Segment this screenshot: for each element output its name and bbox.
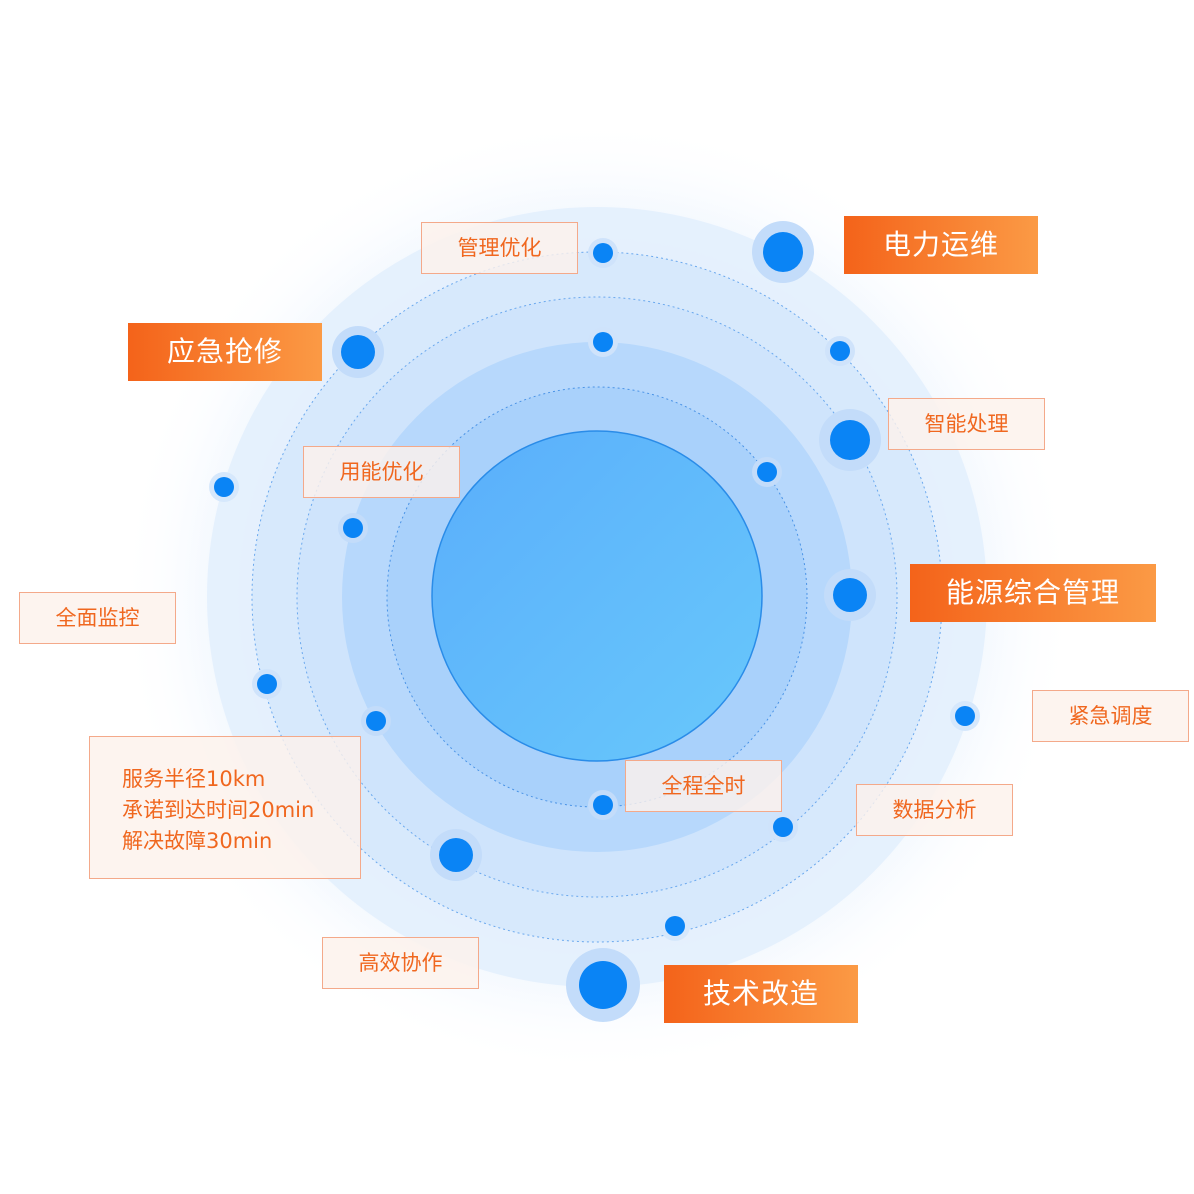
- node-left-outer: [209, 472, 239, 502]
- service-line-radius: 服务半径10km: [122, 767, 266, 791]
- label-management-optimization: 管理优化: [421, 222, 578, 274]
- label-energy-optimization: 用能优化: [303, 446, 460, 498]
- service-line-resolve: 解决故障30min: [122, 829, 273, 853]
- node-energy-optimization: [338, 513, 368, 543]
- node-data-analysis: [768, 812, 798, 842]
- node-top-inner-2: [588, 327, 618, 357]
- node-all-time: [588, 790, 618, 820]
- node-energy-management: [824, 569, 876, 621]
- label-data-analysis: 数据分析: [856, 784, 1013, 836]
- label-technical-renovation: 技术改造: [664, 965, 858, 1023]
- label-emergency-repair: 应急抢修: [128, 323, 322, 381]
- label-emergency-dispatch: 紧急调度: [1032, 690, 1189, 742]
- orbit-nodes: [209, 221, 980, 1022]
- node-technical-renovation: [566, 948, 640, 1022]
- node-power-operation: [752, 221, 814, 283]
- label-power-operation: 电力运维: [844, 216, 1038, 274]
- label-efficient-collaboration: 高效协作: [322, 937, 479, 989]
- node-intelligent-processing: [819, 409, 881, 471]
- node-right-outer: [950, 701, 980, 731]
- node-inner-right: [752, 457, 782, 487]
- node-emergency-repair: [332, 326, 384, 378]
- node-left-mid: [252, 669, 282, 699]
- service-commitment-box: 服务半径10km 承诺到达时间20min 解决故障30min: [89, 736, 361, 879]
- label-intelligent-processing: 智能处理: [888, 398, 1045, 450]
- node-right-1: [825, 336, 855, 366]
- node-lower-left: [430, 829, 482, 881]
- node-bottom-right: [660, 911, 690, 941]
- node-top-inner-1: [588, 238, 618, 268]
- core-circle: [431, 430, 763, 762]
- service-line-arrival: 承诺到达时间20min: [122, 798, 315, 822]
- label-all-time-service: 全程全时: [625, 760, 782, 812]
- node-inner-left: [361, 706, 391, 736]
- label-full-monitoring: 全面监控: [19, 592, 176, 644]
- label-energy-management: 能源综合管理: [910, 564, 1156, 622]
